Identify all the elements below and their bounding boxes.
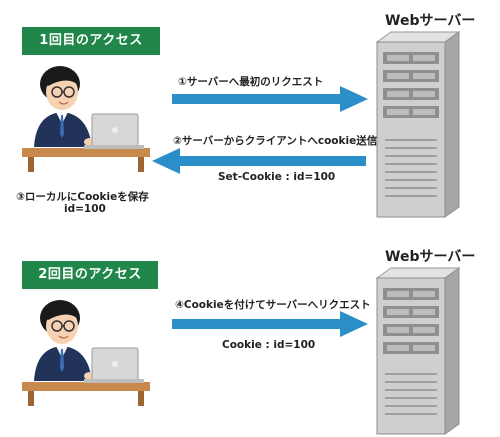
- request-arrow-right: [172, 86, 368, 112]
- local-cookie-id: id=100: [64, 203, 106, 215]
- server-icon: [375, 267, 461, 435]
- second-access-label: 2回目のアクセス: [22, 261, 158, 289]
- cookie-header: Cookie : id=100: [222, 339, 316, 351]
- cookie-response-text: ②サーバーからクライアントへcookie送信: [173, 135, 378, 147]
- user-at-laptop-icon: [22, 300, 150, 406]
- web-server-title: Webサーバー: [385, 249, 476, 265]
- server-icon: [375, 31, 461, 218]
- first-access-label: 1回目のアクセス: [22, 27, 160, 55]
- user-at-laptop-icon: [22, 66, 150, 172]
- request-arrow-right: [172, 311, 368, 337]
- set-cookie-header: Set-Cookie : id=100: [218, 171, 336, 183]
- web-server-title: Webサーバー: [385, 13, 476, 29]
- response-arrow-left: [152, 148, 366, 174]
- second-request-text: ④Cookieを付けてサーバーへリクエスト: [175, 299, 371, 311]
- local-save-text: ③ローカルにCookieを保存: [16, 191, 149, 203]
- first-request-text: ①サーバーへ最初のリクエスト: [178, 76, 324, 88]
